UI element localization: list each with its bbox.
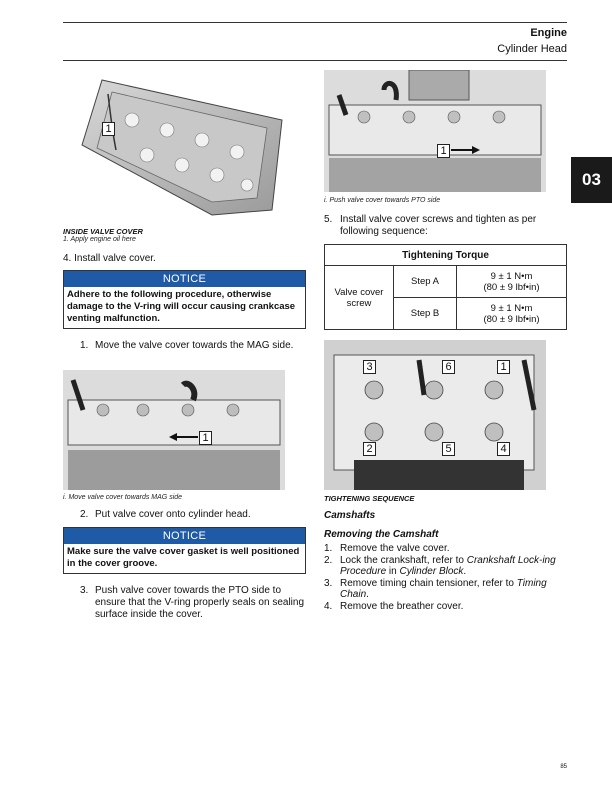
header-rule-bottom bbox=[63, 60, 567, 61]
torque-value-lbf: (80 ± 9 lbf•in) bbox=[483, 281, 540, 293]
substep-1: 1. Move the valve cover towards the MAG … bbox=[80, 340, 306, 352]
callout-2: 2 bbox=[363, 442, 376, 456]
step-text: Lock the crankshaft, refer to Crankshaft… bbox=[340, 555, 568, 578]
torque-step-a: Step A bbox=[393, 265, 457, 298]
header-rule-top bbox=[63, 22, 567, 23]
chapter-title: Engine bbox=[530, 27, 567, 39]
step-text-run: Remove the breather cover. bbox=[340, 600, 464, 612]
step-text-run: in bbox=[386, 566, 400, 577]
step-text-run: Remove the valve cover. bbox=[340, 543, 450, 554]
figure-note-inside-valve-cover: 1. Apply engine oil here bbox=[63, 236, 136, 243]
cross-reference: Crankshaft Lock-ing Procedure bbox=[340, 554, 556, 578]
engine-sequence-image bbox=[324, 340, 546, 490]
callout-1: 1 bbox=[199, 431, 212, 445]
torque-table-header: Tightening Torque bbox=[324, 244, 567, 266]
removal-step: 3. Remove timing chain tensioner, refer t… bbox=[324, 578, 568, 601]
notice-heading: NOTICE bbox=[64, 271, 305, 287]
callout-5: 5 bbox=[442, 442, 455, 456]
step-text-run: . bbox=[463, 566, 467, 577]
step-text: Remove timing chain tensioner, refer to … bbox=[340, 578, 568, 601]
torque-value-a: 9 ± 1 N•m (80 ± 9 lbf•in) bbox=[456, 265, 567, 298]
callout-1: 1 bbox=[497, 360, 510, 374]
figure-title-inside-valve-cover: INSIDE VALVE COVER bbox=[63, 227, 143, 236]
engine-mag-image bbox=[63, 370, 285, 490]
removal-step: 1. Remove the valve cover. bbox=[324, 543, 568, 555]
step-text: Remove the breather cover. bbox=[340, 601, 463, 613]
callout-4: 4 bbox=[497, 442, 510, 456]
torque-step-b: Step B bbox=[393, 297, 457, 330]
torque-value-nm: 9 ± 1 N•m bbox=[490, 302, 533, 314]
step-text-run: Lock the crankshaft, refer to bbox=[340, 554, 467, 566]
step-text-run: . bbox=[366, 589, 369, 600]
figure-title-tightening-sequence: TIGHTENING SEQUENCE bbox=[324, 494, 415, 503]
step-text-run: Remove timing chain tensioner, refer to bbox=[340, 577, 517, 589]
substep-number: 1. bbox=[80, 340, 89, 351]
chapter-tab: 03 bbox=[571, 157, 612, 203]
figure-pto-side: 1 bbox=[324, 70, 546, 192]
figure-note-pto: i. Push valve cover towards PTO side bbox=[324, 197, 441, 204]
step-number: 4. bbox=[324, 600, 333, 612]
subsection-heading-removing-camshaft: Removing the Camshaft bbox=[324, 529, 439, 540]
substep-number: 2. bbox=[80, 509, 89, 520]
substep-2: 2. Put valve cover onto cylinder head. bbox=[80, 509, 306, 521]
step-number: 3. bbox=[324, 577, 333, 589]
removal-step: 4. Remove the breather cover. bbox=[324, 601, 568, 613]
figure-tightening-sequence: 3 6 1 2 5 4 bbox=[324, 340, 546, 490]
step-5: 5. Install valve cover screws and tighte… bbox=[324, 214, 568, 238]
page-number: 85 bbox=[560, 764, 567, 770]
callout-1: 1 bbox=[102, 122, 115, 136]
notice-box-2: NOTICE Make sure the valve cover gasket … bbox=[63, 527, 306, 574]
torque-value-nm: 9 ± 1 N•m bbox=[490, 270, 533, 282]
notice-text: Make sure the valve cover gasket is well… bbox=[67, 546, 300, 569]
torque-item-cell: Valve cover screw bbox=[324, 265, 394, 330]
step-number: 5. bbox=[324, 214, 333, 225]
notice-text: Adhere to the following procedure, other… bbox=[67, 289, 296, 324]
engine-pto-image bbox=[324, 70, 546, 192]
step-text: Remove the valve cover. bbox=[340, 543, 450, 555]
callout-1: 1 bbox=[437, 144, 450, 158]
step-number: 1. bbox=[324, 543, 333, 554]
substep-text: Move the valve cover towards the MAG sid… bbox=[95, 340, 294, 351]
substep-text: Put valve cover onto cylinder head. bbox=[95, 509, 251, 520]
valve-cover-image bbox=[81, 79, 283, 216]
notice-heading: NOTICE bbox=[64, 528, 305, 544]
cross-reference: Cylinder Block bbox=[399, 566, 464, 577]
step-4: 4. Install valve cover. bbox=[63, 253, 156, 264]
step-text: Install valve cover screws and tighten a… bbox=[340, 214, 537, 237]
substep-3: 3. Push valve cover towards the PTO side… bbox=[80, 585, 306, 621]
notice-box-1: NOTICE Adhere to the following procedure… bbox=[63, 270, 306, 329]
figure-note-mag: i. Move valve cover towards MAG side bbox=[63, 494, 183, 501]
callout-3: 3 bbox=[363, 360, 376, 374]
torque-table: Tightening Torque Valve cover screw Step… bbox=[324, 244, 567, 330]
substep-number: 3. bbox=[80, 585, 89, 596]
figure-mag-side: 1 bbox=[63, 370, 285, 490]
callout-6: 6 bbox=[442, 360, 455, 374]
removal-steps-list: 1. Remove the valve cover. 2. Lock the cran… bbox=[324, 543, 568, 612]
cross-reference: Timing Chain bbox=[340, 577, 547, 601]
section-title: Cylinder Head bbox=[497, 43, 567, 55]
figure-inside-valve-cover: 1 bbox=[72, 70, 292, 220]
removal-step: 2. Lock the crankshaft, refer to Cranksha… bbox=[324, 555, 568, 578]
substep-text: Push valve cover towards the PTO side to… bbox=[95, 585, 305, 620]
torque-value-lbf: (80 ± 9 lbf•in) bbox=[483, 313, 540, 325]
step-number: 2. bbox=[324, 554, 333, 566]
torque-value-b: 9 ± 1 N•m (80 ± 9 lbf•in) bbox=[456, 297, 567, 330]
section-heading-camshafts: Camshafts bbox=[324, 510, 376, 521]
